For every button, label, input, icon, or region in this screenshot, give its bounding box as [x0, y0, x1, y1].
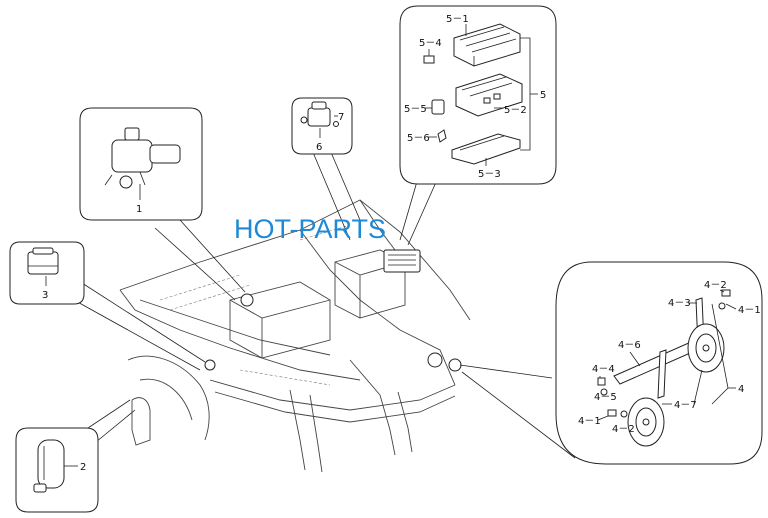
callout-label-5: 5 — [540, 90, 546, 101]
callout-label-5-4: 5－4 — [419, 38, 442, 49]
callout-label-6: 6 — [316, 142, 322, 153]
callout-label-2: 2 — [80, 462, 86, 473]
callout-label-3: 3 — [42, 290, 48, 301]
callout-horn: 4－2 4－1 4－3 4－6 4－4 4－5 4－1 4－2 4－7 4 — [555, 261, 763, 465]
horn-upper-part — [687, 323, 725, 373]
callout-label-4-1b: 4－1 — [578, 416, 601, 427]
bolt-part — [721, 289, 731, 297]
washer-pump-part — [33, 439, 65, 493]
callout-label-4-3: 4－3 — [668, 298, 691, 309]
fuse-part — [423, 55, 435, 64]
callout-label-4-5: 4－5 — [594, 392, 617, 403]
fuse-box-body-part — [455, 73, 523, 117]
callout-label-5-1: 5－1 — [446, 14, 469, 25]
nut-part — [718, 302, 726, 310]
callout-label-1: 1 — [136, 204, 142, 215]
callout-label-5-5: 5－5 — [404, 104, 427, 115]
callout-fuse-box: 5－1 5－4 5－5 5－6 5－2 5－3 5 — [399, 5, 557, 185]
sensor-part — [300, 101, 339, 127]
bolt-part — [597, 377, 606, 386]
vehicle-front-structure — [119, 199, 471, 473]
fuse-puller-part — [437, 129, 447, 143]
watermark-text: HOT-PARTS — [234, 214, 386, 244]
fuse-box-lid-part — [453, 23, 521, 67]
callout-label-7: 7 — [338, 112, 344, 123]
relay-part — [27, 247, 59, 275]
leader-lines — [73, 149, 576, 459]
fuse-box-base-part — [451, 133, 521, 165]
callout-washer-pump: 2 — [15, 427, 99, 513]
nut-part — [620, 410, 628, 418]
callout-label-4: 4 — [738, 384, 744, 395]
callout-label-4-1a: 4－1 — [738, 305, 761, 316]
bolt-part — [607, 409, 617, 417]
callout-label-4-4: 4－4 — [592, 364, 615, 375]
wiper-motor-part — [104, 127, 181, 189]
callout-label-5-3: 5－3 — [478, 169, 501, 180]
callout-wiper-motor: 1 — [79, 107, 203, 221]
callout-label-5-6: 5－6 — [407, 133, 430, 144]
horn-lower-part — [627, 397, 665, 447]
callout-relay: 3 — [9, 241, 85, 305]
callout-sensor: 7 6 — [291, 97, 353, 155]
callout-label-5-2: 5－2 — [504, 105, 527, 116]
callout-label-4-6: 4－6 — [618, 340, 641, 351]
relay-small-part — [431, 99, 445, 115]
callout-label-4-2a: 4－2 — [704, 280, 727, 291]
callout-label-4-7: 4－7 — [674, 400, 697, 411]
callout-label-4-2b: 4－2 — [612, 424, 635, 435]
washer-part — [600, 388, 608, 396]
